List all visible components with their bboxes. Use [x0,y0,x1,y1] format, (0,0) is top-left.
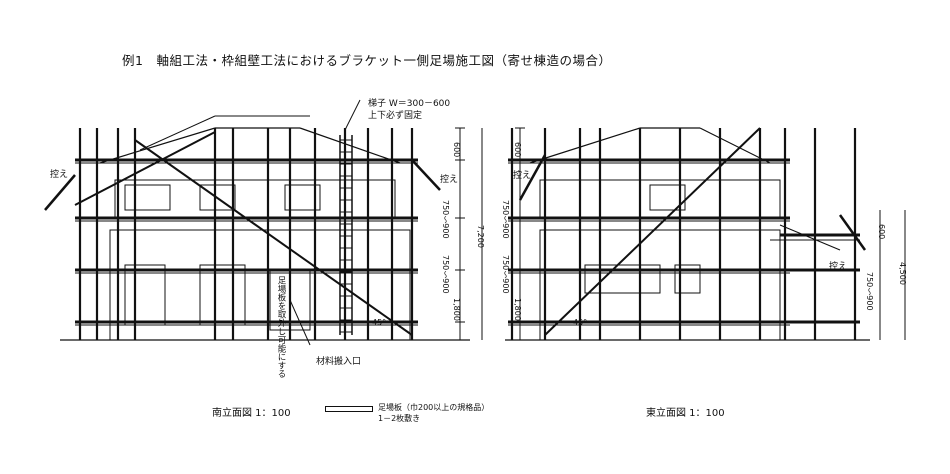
dim-750-900: 750～900 [865,272,874,311]
roof-line [139,115,216,151]
brace-label: 控え [829,262,848,272]
diagonal-brace [74,131,216,206]
sign-text: 足場板を取外し可能にする [276,276,286,378]
leader-line [344,99,361,131]
window [674,264,701,294]
lower-wall [109,229,411,341]
outrigger-brace [838,214,867,251]
dim-4500: 4,500 [898,262,907,285]
window [649,184,686,211]
scaffold-board-legend-swatch [325,406,373,412]
brace-label: 控え [513,171,532,181]
upper-wall [539,179,781,219]
dim-600: 600 [452,142,461,158]
dim-750-900: 750～900 [501,255,510,294]
outrigger-brace [518,154,547,201]
lower-wall [539,229,781,341]
diagonal-brace [544,127,761,336]
dim-600: 600 [877,224,886,240]
diagonal-brace [134,139,413,336]
window [124,184,171,211]
dim-600: 600 [513,142,522,158]
legend-line-1: 足場板（巾200以上の規格品） [378,403,490,412]
dim-750-900: 750～900 [441,255,450,294]
outrigger-brace [411,159,441,191]
roof-line [99,127,216,164]
outrigger-brace [44,174,76,211]
angle-label: 45° [372,318,387,327]
dim-1800: 1,800 [513,298,522,321]
window [284,184,321,211]
leader-line [289,299,311,346]
window [124,264,166,326]
dim-750-900: 750～900 [501,200,510,239]
material-entry-label: 材料搬入口 [316,357,362,367]
annex-roof [779,224,841,251]
brace-label: 控え [440,175,459,185]
ladder-note: 梯子 W＝300－600 [368,99,451,109]
window [199,184,236,211]
dim-750-900: 750～900 [441,200,450,239]
brace-label: 控え [50,170,69,180]
south-elevation-caption: 南立面図 1：100 [212,408,291,419]
roof-line [529,127,641,164]
upper-wall [114,179,396,219]
legend-line-2: 1－2枚敷き [378,414,421,423]
roof-line [299,127,401,164]
ladder-note-2: 上下必ず固定 [368,111,423,121]
east-elevation-caption: 東立面図 1：100 [646,408,725,419]
window [199,264,246,326]
angle-label: 45° [573,318,588,327]
roof-line [699,127,771,164]
dim-7200: 7,200 [476,225,485,248]
window [584,264,661,294]
drawing-title: 例1 軸組工法・枠組壁工法におけるブラケット一側足場施工図（寄せ棟造の場合） [122,53,612,68]
dim-1800: 1,800 [452,298,461,321]
material-entry-sign [269,269,311,331]
